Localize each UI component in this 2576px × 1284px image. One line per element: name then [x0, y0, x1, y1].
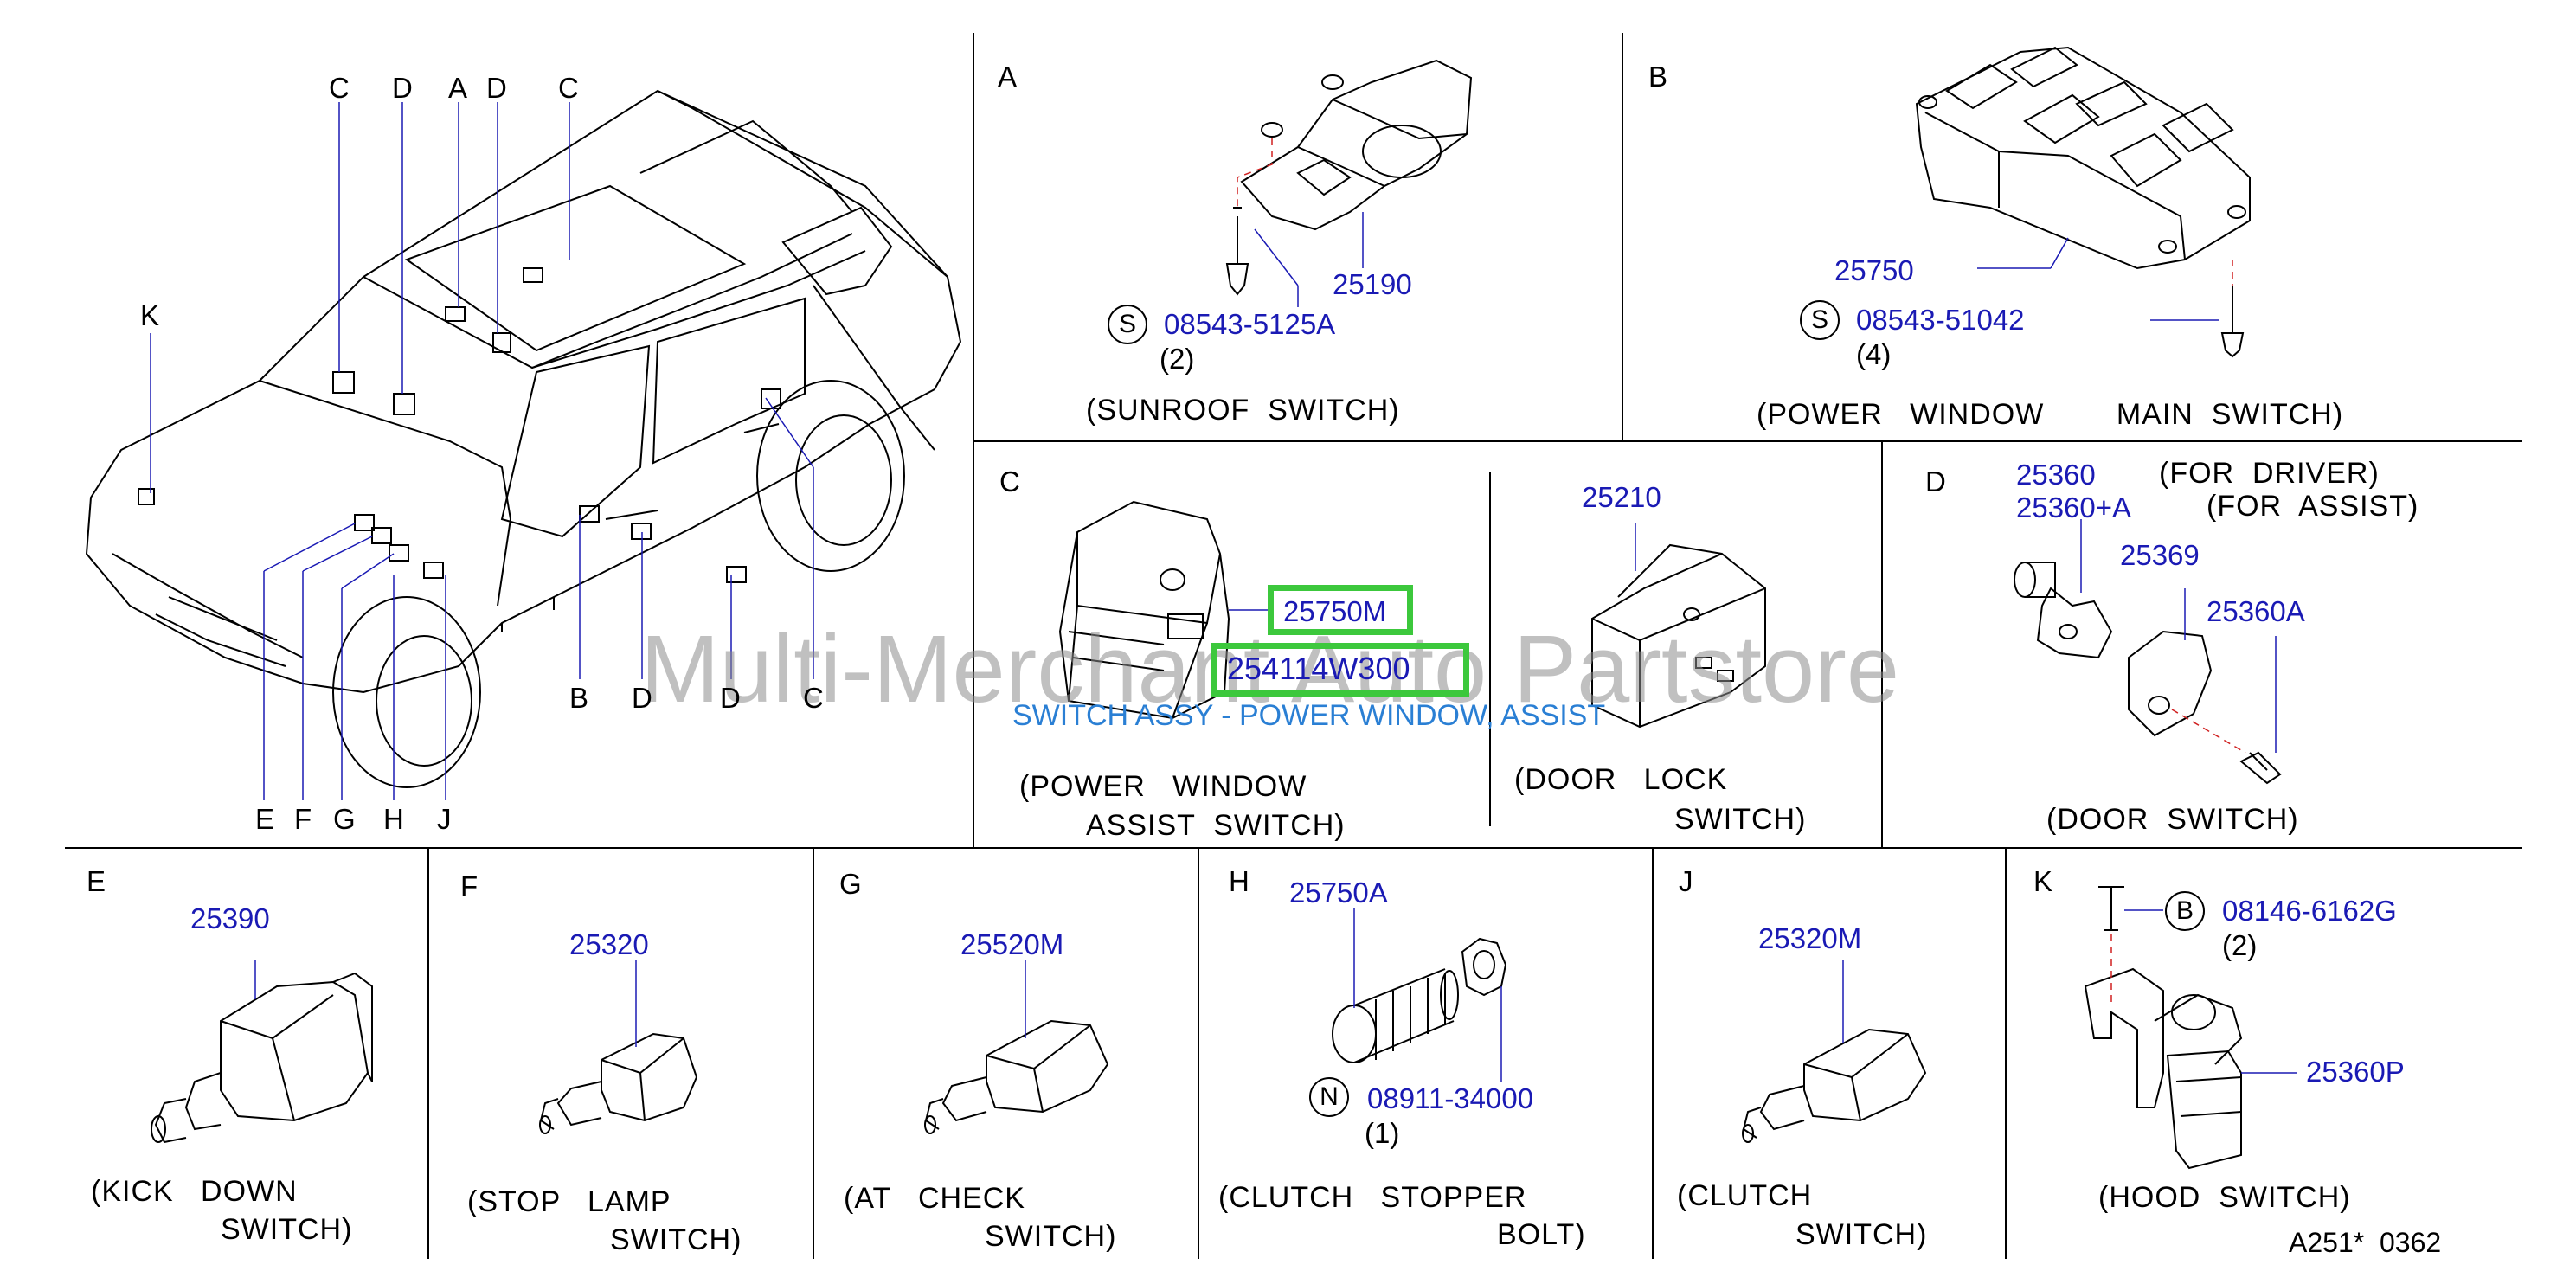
- part-254114w300[interactable]: 254114W300: [1227, 651, 1410, 686]
- highlight-25750m: [1268, 585, 1413, 635]
- vehicle-callout-bottom-right-3[interactable]: D: [720, 682, 741, 714]
- clutch-switch-drawing: [1742, 1028, 1927, 1143]
- door-switch-drawing: [2014, 562, 2282, 785]
- screw-symbol-s: S: [1108, 305, 1147, 344]
- kick-down-switch-drawing: [151, 972, 373, 1144]
- caption-kick-down-1: (KICK DOWN: [91, 1175, 298, 1208]
- vehicle-callout-bottom-left-3[interactable]: G: [333, 803, 356, 835]
- highlight-254114w300: [1211, 643, 1469, 697]
- part-25520m[interactable]: 25520M: [960, 928, 1064, 960]
- footer-diagram-code: A251* 0362: [2289, 1227, 2442, 1258]
- vehicle-callout-left[interactable]: K: [140, 299, 160, 331]
- part-25210[interactable]: 25210: [1582, 481, 1661, 513]
- part-25360-a[interactable]: 25360+A: [2016, 491, 2132, 523]
- caption-door-lock-1: (DOOR LOCK: [1514, 763, 1728, 796]
- clutch-stopper-bolt-drawing: [1332, 937, 1507, 1063]
- caption-hood-switch: (HOOD SWITCH): [2098, 1181, 2351, 1214]
- part-08911-34000[interactable]: 08911-34000: [1367, 1082, 1534, 1114]
- note-for-assist: (FOR ASSIST): [2207, 490, 2419, 523]
- panel-letter-k: K: [2033, 865, 2053, 897]
- panel-letter-e: E: [87, 865, 106, 897]
- caption-stop-lamp-1: (STOP LAMP: [467, 1185, 671, 1218]
- vehicle-callout-bottom-right-1[interactable]: B: [569, 682, 589, 714]
- main-switch-drawing: [1915, 46, 2251, 358]
- part-25190[interactable]: 25190: [1333, 268, 1412, 300]
- panel-letter-a: A: [998, 61, 1018, 93]
- panel-letter-b: B: [1648, 61, 1668, 93]
- caption-clutch-stopper-1: (CLUTCH STOPPER: [1218, 1181, 1527, 1214]
- caption-sunroof-switch: (SUNROOF SWITCH): [1086, 394, 1400, 427]
- vehicle-callout-top-5[interactable]: C: [558, 72, 579, 104]
- panel-letter-h: H: [1229, 865, 1249, 897]
- vehicle-callout-bottom-left-5[interactable]: J: [437, 803, 452, 835]
- panel-letter-g: G: [839, 868, 862, 900]
- caption-door-lock-2: SWITCH): [1674, 803, 1807, 836]
- sunroof-switch-drawing: [1225, 59, 1473, 296]
- vehicle-callout-bottom-left-4[interactable]: H: [383, 803, 404, 835]
- caption-clutch-stopper-2: BOLT): [1497, 1218, 1586, 1251]
- part-25750a[interactable]: 25750A: [1289, 876, 1388, 908]
- panel-letter-j: J: [1679, 865, 1693, 897]
- caption-main-switch: (POWER WINDOW MAIN SWITCH): [1757, 398, 2344, 431]
- screw-symbol-s-b: S: [1800, 300, 1840, 340]
- part-25750m[interactable]: 25750M: [1283, 595, 1387, 627]
- vehicle-callout-bottom-left-1[interactable]: E: [255, 803, 275, 835]
- panel-letter-c: C: [999, 465, 1020, 498]
- bolt-symbol-b: B: [2165, 891, 2205, 931]
- vehicle-callout-bottom-right-2[interactable]: D: [632, 682, 652, 714]
- part-08543-5125a[interactable]: 08543-5125A: [1164, 308, 1336, 340]
- part-08543-51042[interactable]: 08543-51042: [1856, 304, 2025, 336]
- door-lock-switch-drawing: [1591, 543, 1766, 729]
- note-for-driver: (FOR DRIVER): [2159, 457, 2380, 490]
- caption-stop-lamp-2: SWITCH): [610, 1223, 742, 1256]
- part-25369[interactable]: 25369: [2120, 539, 2200, 571]
- screw-qty: (2): [1160, 343, 1195, 375]
- caption-door-switch: (DOOR SWITCH): [2046, 803, 2299, 836]
- caption-assist-switch-2: ASSIST SWITCH): [1086, 809, 1346, 842]
- vehicle-callout-top-4[interactable]: D: [486, 72, 507, 104]
- caption-assist-switch-1: (POWER WINDOW: [1019, 770, 1307, 803]
- bolt-qty: (2): [2222, 929, 2258, 961]
- panel-letter-d: D: [1925, 465, 1946, 498]
- nut-symbol-n: N: [1309, 1077, 1349, 1117]
- screw-qty-b: (4): [1856, 338, 1892, 370]
- vehicle-callout-top-3[interactable]: A: [448, 72, 468, 104]
- part-25750[interactable]: 25750: [1834, 254, 1914, 286]
- part-25360a[interactable]: 25360A: [2207, 595, 2305, 627]
- panel-letter-f: F: [460, 870, 479, 902]
- part-25360p[interactable]: 25360P: [2306, 1056, 2405, 1088]
- vehicle-callout-top-2[interactable]: D: [392, 72, 413, 104]
- highlight-description: SWITCH ASSY - POWER WINDOW, ASSIST: [1012, 699, 1606, 732]
- stop-lamp-switch-drawing: [539, 1032, 698, 1134]
- part-25360[interactable]: 25360: [2016, 459, 2096, 491]
- part-25320m[interactable]: 25320M: [1758, 922, 1862, 954]
- caption-kick-down-2: SWITCH): [221, 1213, 353, 1246]
- vehicle-callout-bottom-left-2[interactable]: F: [294, 803, 312, 835]
- caption-at-check-1: (AT CHECK: [844, 1182, 1025, 1215]
- watermark: Multi-Merchant Auto Partstore: [640, 616, 1900, 722]
- vehicle-callout-top-1[interactable]: C: [329, 72, 350, 104]
- caption-at-check-2: SWITCH): [985, 1220, 1117, 1253]
- part-08146-6162g[interactable]: 08146-6162G: [2222, 895, 2397, 927]
- part-25320[interactable]: 25320: [569, 928, 649, 960]
- caption-clutch-switch-1: (CLUTCH: [1677, 1179, 1813, 1212]
- nut-qty: (1): [1365, 1117, 1400, 1149]
- hood-switch-drawing: [2084, 886, 2243, 1170]
- vehicle-illustration: [85, 89, 962, 788]
- at-check-switch-drawing: [924, 1019, 1109, 1134]
- part-25390[interactable]: 25390: [190, 902, 270, 934]
- assist-switch-drawing: [1058, 500, 1230, 720]
- caption-clutch-switch-2: SWITCH): [1795, 1218, 1928, 1251]
- vehicle-callout-bottom-right-4[interactable]: C: [803, 682, 824, 714]
